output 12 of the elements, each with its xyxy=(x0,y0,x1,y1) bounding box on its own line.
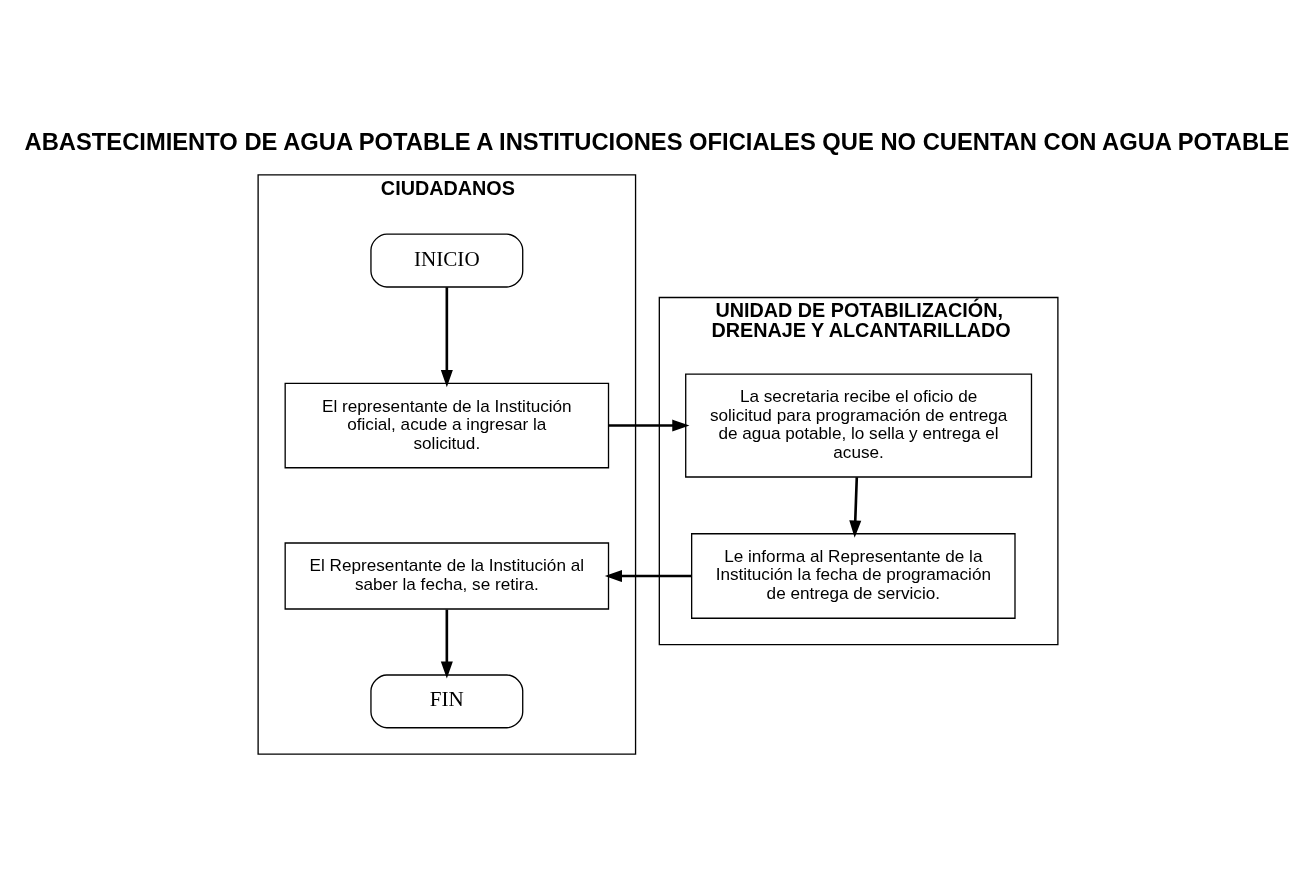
arrow xyxy=(440,609,453,679)
arrow xyxy=(604,569,692,582)
node-box: FIN xyxy=(370,673,524,728)
node-box: Le informa al Representante de la Institución la fecha de programación de entrega de servicio. xyxy=(691,532,1016,619)
node-box: La secretaria recibe el oficio de solicitud para programación de entrega de agua potable, lo sella y entrega el acuse. xyxy=(685,372,1033,478)
arrow xyxy=(440,286,453,387)
arrow xyxy=(849,476,862,538)
node-box: INICIO xyxy=(370,233,524,288)
diagram-title: ABASTECIMIENTO DE AGUA POTABLE A INSTITUCIONES OFICIALES QUE NO CUENTAN CON AGUA POTABLE xyxy=(24,127,1290,155)
node-box: El Representante de la Institución al saber la fecha, se retira. xyxy=(284,541,610,610)
node-box: El representante de la Institución oficial, acude a ingresar la solicitud. xyxy=(284,382,610,468)
arrow xyxy=(608,419,690,432)
